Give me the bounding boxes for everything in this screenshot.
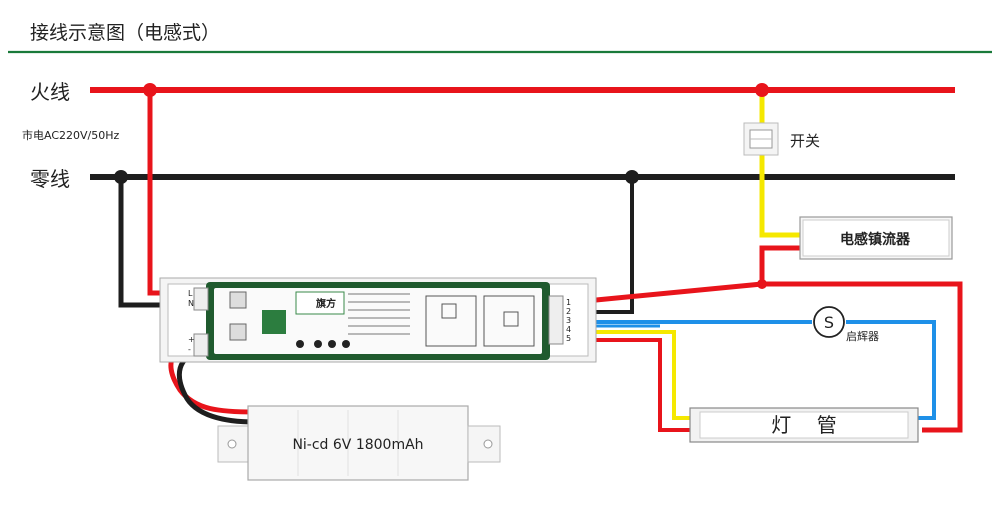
terminal-minus: - — [188, 345, 191, 354]
module-brand: 旗方 — [316, 297, 336, 310]
terminal-5: 5 — [566, 334, 571, 343]
switch-to-ballast-wire — [759, 155, 800, 238]
terminal-2: 2 — [566, 307, 571, 316]
starter-right-wire — [846, 320, 936, 420]
switch — [743, 122, 779, 156]
terminal-3: 3 — [566, 316, 571, 325]
fluorescent-tube — [689, 407, 919, 443]
starter-label: 启辉器 — [846, 330, 879, 343]
ballast — [799, 216, 953, 260]
module-live-wire — [147, 90, 205, 296]
tube-right-feed-wire — [762, 281, 963, 433]
switch-label: 开关 — [790, 132, 820, 150]
junction-dot — [625, 170, 639, 184]
live-label: 火线 — [30, 80, 70, 104]
terminal-n: N — [188, 299, 194, 308]
terminal-l: L — [188, 289, 193, 298]
starter-letter: S — [824, 313, 834, 332]
terminal-4: 4 — [566, 325, 571, 334]
ballast-output-wire — [759, 245, 800, 284]
junction-dot — [755, 83, 769, 97]
emergency-module — [159, 277, 597, 363]
battery-pack — [217, 405, 501, 481]
tube-label: 灯 管 — [771, 413, 836, 437]
page-title: 接线示意图（电感式） — [30, 22, 220, 44]
neutral-label: 零线 — [30, 167, 70, 191]
junction-dot — [143, 83, 157, 97]
terminal1-wire — [564, 281, 763, 306]
mains-label: 市电AC220V/50Hz — [22, 128, 120, 142]
terminal-plus: + — [188, 335, 195, 344]
junction-dot — [114, 170, 128, 184]
terminal5-red-wire — [565, 338, 690, 432]
terminal-1: 1 — [566, 298, 571, 307]
ballast-label: 电感镇流器 — [840, 231, 911, 248]
terminal4-yellow-wire — [565, 330, 690, 420]
junction-dot — [757, 279, 767, 289]
battery-label: Ni-cd 6V 1800mAh — [292, 437, 423, 453]
starter-symbol — [813, 306, 845, 338]
